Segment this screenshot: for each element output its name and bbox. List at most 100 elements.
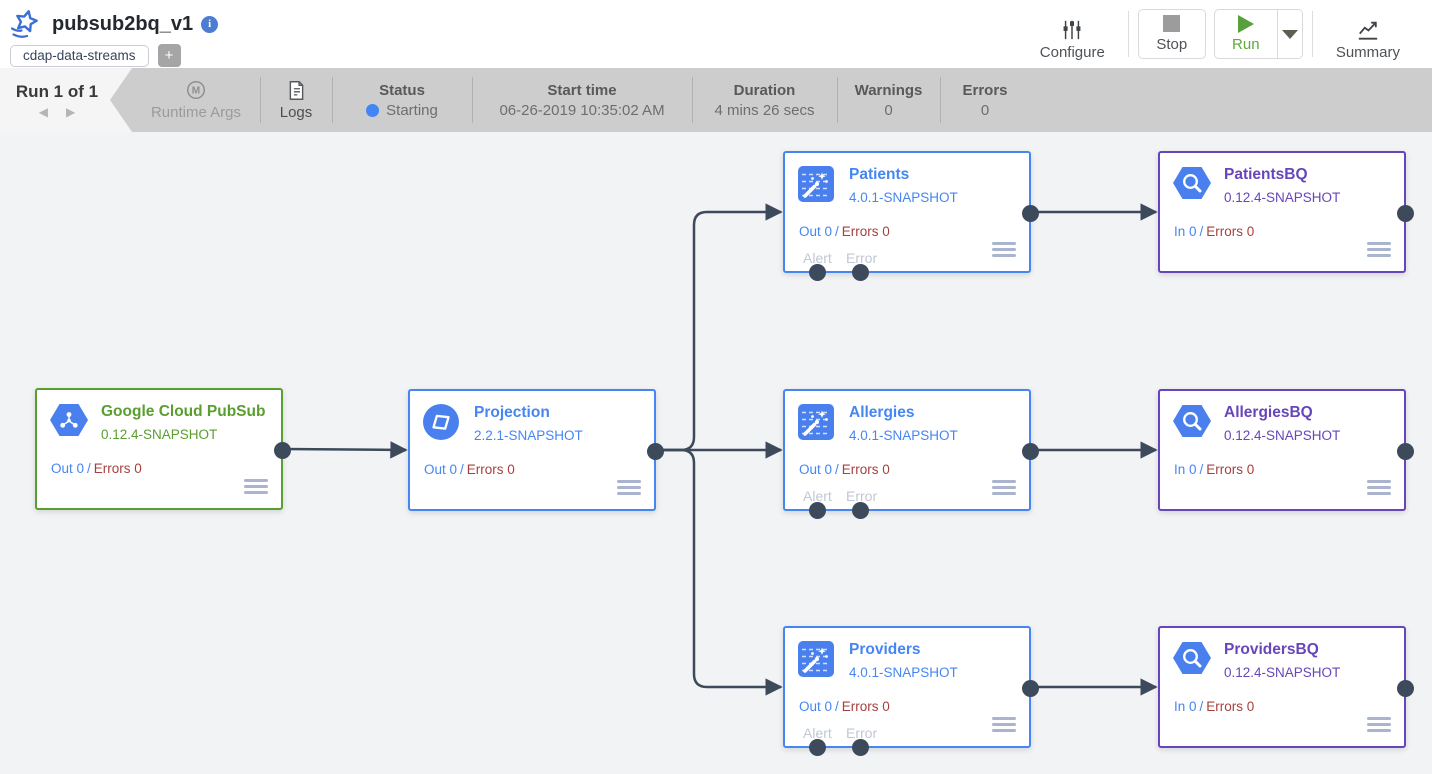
pipeline-node-patients[interactable]: Patients 4.0.1-SNAPSHOT Out 0/Errors 0 A… xyxy=(783,151,1039,281)
node-title: AllergiesBQ xyxy=(1224,404,1313,421)
run-options-dropdown[interactable] xyxy=(1276,10,1302,58)
node-version: 0.12.4-SNAPSHOT xyxy=(1224,428,1341,443)
add-tag-button[interactable]: + xyxy=(157,44,181,67)
configure-button[interactable]: Configure xyxy=(1026,7,1119,61)
node-metrics: Out 0/Errors 0 xyxy=(799,224,890,239)
node-errors-metric: Errors 0 xyxy=(841,224,890,239)
logs-button[interactable]: Logs xyxy=(260,68,332,132)
errors-section: Errors 0 xyxy=(940,68,1030,132)
error-port-label: Error xyxy=(846,488,878,504)
summary-chart-icon xyxy=(1358,21,1378,40)
alert-port-label: Alert xyxy=(803,488,832,504)
namespace-tag: cdap-data-streams xyxy=(10,44,149,67)
node-menu-button[interactable] xyxy=(992,717,1016,732)
pipeline-canvas[interactable]: Google Cloud PubSub 0.12.4-SNAPSHOT Out … xyxy=(0,132,1432,774)
duration-section: Duration 4 mins 26 secs xyxy=(692,68,837,132)
pipeline-node-pubsub[interactable]: Google Cloud PubSub 0.12.4-SNAPSHOT Out … xyxy=(35,388,291,510)
node-version: 2.2.1-SNAPSHOT xyxy=(474,428,583,443)
run-label: Run xyxy=(1232,36,1260,53)
node-head: Providers 4.0.1-SNAPSHOT xyxy=(798,639,958,680)
node-menu-button[interactable] xyxy=(1367,717,1391,732)
edge-projection-to-patients xyxy=(656,203,783,452)
divider xyxy=(1311,11,1313,57)
node-errors-metric: Errors 0 xyxy=(841,699,890,714)
metric-slash: / xyxy=(1199,462,1204,477)
node-menu-button[interactable] xyxy=(992,480,1016,495)
error-port[interactable] xyxy=(852,264,869,281)
node-metrics: In 0/Errors 0 xyxy=(1174,699,1254,714)
node-errors-metric: Errors 0 xyxy=(1206,699,1255,714)
node-metrics: Out 0/Errors 0 xyxy=(799,462,890,477)
pipeline-node-allergies[interactable]: Allergies 4.0.1-SNAPSHOT Out 0/Errors 0 … xyxy=(783,389,1039,519)
node-menu-button[interactable] xyxy=(1367,480,1391,495)
error-port[interactable] xyxy=(852,502,869,519)
node-errors-metric: Errors 0 xyxy=(841,462,890,477)
logs-label: Logs xyxy=(279,103,313,121)
node-title: ProvidersBQ xyxy=(1224,641,1319,658)
node-io-metric: Out 0 xyxy=(51,461,85,476)
bigquery-hexagon-icon xyxy=(1173,405,1211,437)
node-menu-button[interactable] xyxy=(617,480,641,495)
node-output-port[interactable] xyxy=(1397,443,1414,460)
node-title: Providers xyxy=(849,641,921,658)
summary-button[interactable]: Summary xyxy=(1322,7,1414,61)
node-output-port[interactable] xyxy=(1397,205,1414,222)
alert-port[interactable] xyxy=(809,264,826,281)
node-metrics: Out 0/Errors 0 xyxy=(799,699,890,714)
metric-slash: / xyxy=(835,462,839,477)
node-title: Allergies xyxy=(849,404,915,421)
pipeline-node-patientsbq[interactable]: PatientsBQ 0.12.4-SNAPSHOT In 0/Errors 0 xyxy=(1158,151,1414,273)
node-menu-button[interactable] xyxy=(992,242,1016,257)
cdap-pipeline-logo-icon xyxy=(10,10,38,38)
error-port[interactable] xyxy=(852,739,869,756)
alert-port[interactable] xyxy=(809,502,826,519)
alert-port[interactable] xyxy=(809,739,826,756)
start-time-label: Start time xyxy=(547,81,617,99)
run-counter: Run 1 of 1 xyxy=(15,81,99,101)
node-output-port[interactable] xyxy=(274,442,291,459)
node-output-port[interactable] xyxy=(647,443,664,460)
status-section: Status Starting xyxy=(332,68,472,132)
node-title: PatientsBQ xyxy=(1224,166,1308,183)
node-head-text: Allergies 4.0.1-SNAPSHOT xyxy=(849,402,958,443)
tag-row: cdap-data-streams + xyxy=(10,44,218,67)
node-io-metric: In 0 xyxy=(1174,462,1197,477)
next-run-arrow[interactable]: ▶ xyxy=(66,104,76,119)
node-output-port[interactable] xyxy=(1397,680,1414,697)
run-button[interactable]: Run xyxy=(1215,10,1277,58)
node-version: 0.12.4-SNAPSHOT xyxy=(101,427,218,442)
title-row: pubsub2bq_v1 i xyxy=(10,9,219,39)
node-icon xyxy=(1173,404,1211,440)
node-io-metric: Out 0 xyxy=(799,224,833,239)
node-menu-button[interactable] xyxy=(244,479,268,494)
node-icon xyxy=(798,404,836,440)
runtime-args-button[interactable]: M Runtime Args xyxy=(132,68,260,132)
node-menu-button[interactable] xyxy=(1367,242,1391,257)
pipeline-node-providers[interactable]: Providers 4.0.1-SNAPSHOT Out 0/Errors 0 … xyxy=(783,626,1039,756)
node-errors-metric: Errors 0 xyxy=(93,461,142,476)
errors-label: Errors xyxy=(962,81,1008,99)
node-head-text: Patients 4.0.1-SNAPSHOT xyxy=(849,164,958,205)
info-icon[interactable]: i xyxy=(201,15,219,33)
node-icon xyxy=(798,641,836,677)
metric-slash: / xyxy=(87,461,91,476)
stop-button[interactable]: Stop xyxy=(1137,9,1206,59)
run-play-icon xyxy=(1237,15,1254,33)
pipeline-node-providersbq[interactable]: ProvidersBQ 0.12.4-SNAPSHOT In 0/Errors … xyxy=(1158,626,1414,748)
node-head: Google Cloud PubSub 0.12.4-SNAPSHOT xyxy=(50,401,265,442)
metric-slash: / xyxy=(835,224,839,239)
previous-run-arrow[interactable]: ◀ xyxy=(38,104,48,119)
node-output-port[interactable] xyxy=(1022,443,1039,460)
start-time-value: 06-26-2019 10:35:02 AM xyxy=(499,101,665,119)
node-errors-metric: Errors 0 xyxy=(1206,224,1255,239)
pipeline-node-projection[interactable]: Projection 2.2.1-SNAPSHOT Out 0/Errors 0 xyxy=(408,389,664,511)
macro-m-icon: M xyxy=(187,81,205,99)
status-value: Starting xyxy=(386,101,438,119)
node-head: Patients 4.0.1-SNAPSHOT xyxy=(798,164,958,205)
node-output-port[interactable] xyxy=(1022,205,1039,222)
pipeline-node-allergiesbq[interactable]: AllergiesBQ 0.12.4-SNAPSHOT In 0/Errors … xyxy=(1158,389,1414,511)
node-output-port[interactable] xyxy=(1022,680,1039,697)
node-icon xyxy=(50,403,88,439)
node-title: Projection xyxy=(474,404,550,421)
node-title: Patients xyxy=(849,166,910,183)
